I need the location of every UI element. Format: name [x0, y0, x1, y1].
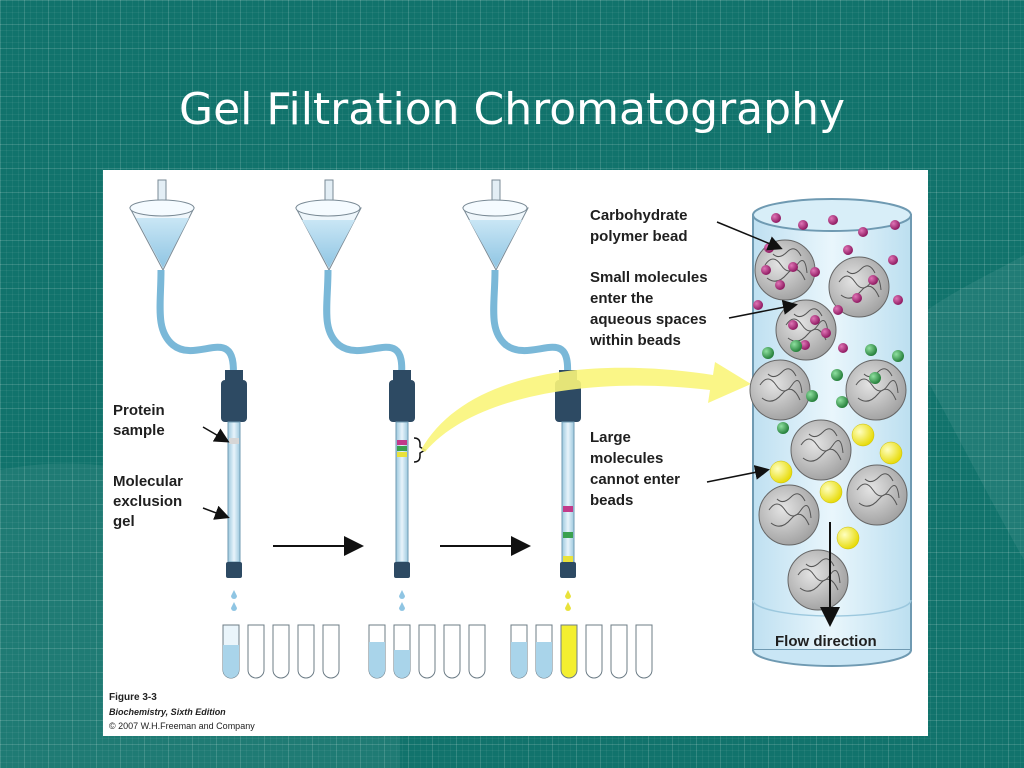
column-icon [389, 370, 427, 611]
label-large-molecules: Large molecules cannot enter beads [590, 429, 684, 509]
caption-figure-number: Figure 3-3 [109, 692, 157, 703]
figure-panel: Protein sample Molecular exclusion gel C… [103, 170, 928, 736]
test-tube-icon [222, 624, 340, 679]
arrow-icon [728, 299, 798, 319]
label-flow-direction: Flow direction [775, 633, 877, 650]
caption-book: Biochemistry, Sixth Edition [109, 707, 226, 717]
arrow-icon [202, 505, 230, 520]
arrow-icon [716, 221, 783, 251]
caption-copyright: © 2007 W.H.Freeman and Company [109, 721, 255, 731]
test-tube-icon [510, 624, 653, 679]
funnel-icon [295, 179, 406, 381]
medium-molecules [762, 340, 904, 434]
test-tube-icon [368, 624, 486, 679]
funnel-icon [129, 179, 237, 381]
small-molecules [753, 213, 903, 353]
label-protein-sample: Protein sample [113, 402, 169, 439]
large-molecules [769, 423, 903, 550]
funnel-icon [462, 179, 572, 381]
magnify-arrow [421, 362, 751, 452]
arrow-icon [202, 426, 230, 443]
slide-title: Gel Filtration Chromatography [179, 84, 845, 135]
column-icon [555, 370, 581, 611]
label-molecular-exclusion-gel: Molecular exclusion gel [113, 473, 187, 530]
gel-filtration-diagram: Protein sample Molecular exclusion gel C… [109, 179, 912, 731]
column-icon [221, 370, 247, 611]
label-carbohydrate-polymer-bead: Carbohydrate polymer bead [590, 207, 692, 245]
label-small-molecules: Small molecules enter the aqueous spaces… [589, 269, 712, 349]
arrow-icon [706, 464, 770, 483]
